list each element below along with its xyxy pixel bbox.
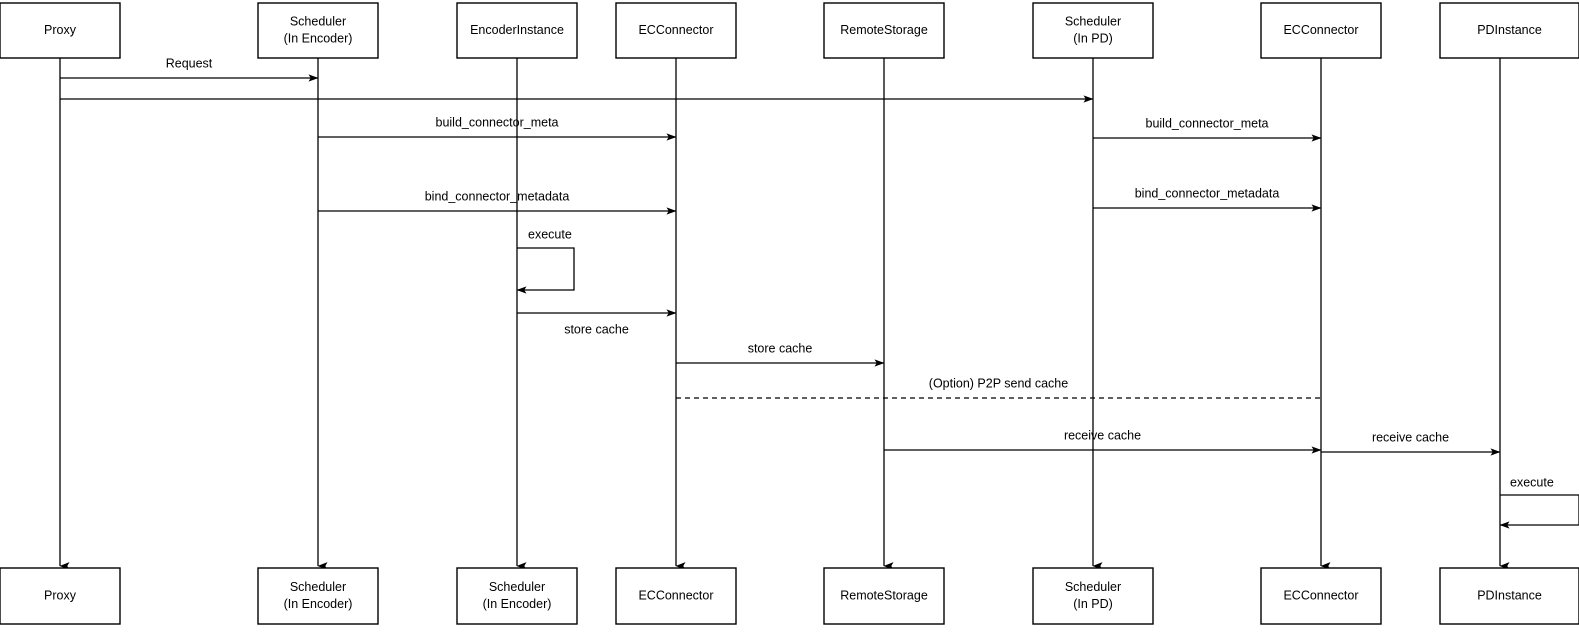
message-label: receive cache	[1372, 430, 1449, 444]
message-request[interactable]: Request	[60, 56, 319, 82]
participant-label-line: Scheduler	[489, 580, 545, 594]
participant-box-frame	[1439, 2, 1579, 59]
self-message-label: execute	[528, 227, 572, 241]
participant-top-ec-connector-encoder[interactable]: ECConnector	[615, 2, 737, 59]
participant-box-frame	[1032, 2, 1154, 59]
participant-label-line: Scheduler	[290, 14, 346, 28]
participant-box-frame	[1439, 567, 1579, 625]
participant-box-frame	[257, 2, 379, 59]
participant-label-line: EncoderInstance	[470, 23, 564, 37]
participant-top-ec-connector-pd[interactable]: ECConnector	[1260, 2, 1382, 59]
self-message-label: execute	[1510, 475, 1554, 489]
message-label: (Option) P2P send cache	[929, 376, 1068, 390]
message-label: bind_connector_metadata	[425, 189, 570, 203]
participant-box-frame	[456, 2, 578, 59]
participant-box-frame	[823, 567, 945, 625]
message-bind-connector-metadata-pd[interactable]: bind_connector_metadata	[1093, 186, 1322, 212]
message-label: store cache	[748, 341, 813, 355]
participant-label-line: Scheduler	[1065, 580, 1121, 594]
participant-label-line: RemoteStorage	[840, 23, 928, 37]
message-store-cache-ecconnector-to-remotestorage[interactable]: store cache	[676, 341, 885, 367]
participant-top-remote-storage[interactable]: RemoteStorage	[823, 2, 945, 59]
message-bind-connector-metadata-encoder[interactable]: bind_connector_metadata	[318, 189, 677, 215]
participant-bottom-ec-connector-pd[interactable]: ECConnector	[1260, 567, 1382, 625]
message-label: bind_connector_metadata	[1135, 186, 1280, 200]
participant-label-line: Proxy	[44, 588, 77, 602]
self-messages-layer: execute execute	[516, 227, 1579, 529]
participant-bottom-proxy[interactable]: Proxy	[0, 567, 121, 625]
participant-top-pd-instance[interactable]: PDInstance	[1439, 2, 1579, 59]
participant-label-line: (In PD)	[1073, 31, 1113, 45]
participant-top-scheduler-in-pd[interactable]: Scheduler (In PD)	[1032, 2, 1154, 59]
participant-top-encoder-instance[interactable]: EncoderInstance	[456, 2, 578, 59]
participant-bottom-pd-instance[interactable]: PDInstance	[1439, 567, 1579, 625]
message-receive-cache-ecconnector-to-pdinstance[interactable]: receive cache	[1321, 430, 1501, 456]
participant-box-frame	[1260, 2, 1382, 59]
message-store-cache-encoder-to-ecconnector[interactable]: store cache	[517, 309, 677, 336]
participant-label-line: (In PD)	[1073, 597, 1113, 611]
participant-box-frame	[823, 2, 945, 59]
participant-label-line: (In Encoder)	[483, 597, 552, 611]
message-p2p-send-cache[interactable]: (Option) P2P send cache	[676, 376, 1321, 399]
participant-box-frame	[615, 567, 737, 625]
participant-box-frame	[0, 567, 121, 625]
participant-bottom-ec-connector-encoder[interactable]: ECConnector	[615, 567, 737, 625]
message-build-connector-meta-encoder[interactable]: build_connector_meta	[318, 115, 677, 141]
lifelines-layer	[59, 58, 1510, 570]
participant-label-line: ECConnector	[638, 23, 713, 37]
participant-box-frame	[1260, 567, 1382, 625]
participant-box-frame	[0, 2, 121, 59]
participant-label-line: (In Encoder)	[284, 597, 353, 611]
participant-bottom-scheduler-in-encoder[interactable]: Scheduler (In Encoder)	[257, 567, 379, 625]
participant-label-line: ECConnector	[638, 588, 713, 602]
participant-label-line: PDInstance	[1477, 588, 1542, 602]
message-label: Request	[166, 56, 213, 70]
participant-label-line: ECConnector	[1283, 588, 1358, 602]
self-message-execute-encoder-instance[interactable]: execute	[516, 227, 575, 294]
participant-bottom-scheduler-in-pd[interactable]: Scheduler (In PD)	[1032, 567, 1154, 625]
participant-top-scheduler-in-encoder[interactable]: Scheduler (In Encoder)	[257, 2, 379, 59]
participant-label-line: (In Encoder)	[284, 31, 353, 45]
message-label: store cache	[564, 322, 629, 336]
participant-label-line: RemoteStorage	[840, 588, 928, 602]
participant-box-frame	[456, 567, 578, 625]
participant-label-line: ECConnector	[1283, 23, 1358, 37]
participant-box-frame	[1032, 567, 1154, 625]
participant-label-line: Scheduler	[1065, 14, 1121, 28]
participant-label-line: Proxy	[44, 23, 77, 37]
message-label: receive cache	[1064, 428, 1141, 442]
participant-box-frame	[257, 567, 379, 625]
self-message-loop-path	[1499, 494, 1579, 529]
participant-box-frame	[615, 2, 737, 59]
messages-layer: Request build_connector_meta build_connect…	[60, 56, 1501, 456]
message-receive-cache-remotestorage-to-ecconnector[interactable]: receive cache	[884, 428, 1322, 454]
self-message-execute-pd-instance[interactable]: execute	[1499, 475, 1579, 529]
self-message-loop-path	[516, 247, 575, 294]
participant-label-line: Scheduler	[290, 580, 346, 594]
message-label: build_connector_meta	[1146, 116, 1269, 130]
participant-bottom-encoder-instance[interactable]: Scheduler (In Encoder)	[456, 567, 578, 625]
message-build-connector-meta-pd[interactable]: build_connector_meta	[1093, 116, 1322, 142]
participant-label-line: PDInstance	[1477, 23, 1542, 37]
participant-top-proxy[interactable]: Proxy	[0, 2, 121, 59]
participant-bottom-remote-storage[interactable]: RemoteStorage	[823, 567, 945, 625]
message-label: build_connector_meta	[436, 115, 559, 129]
